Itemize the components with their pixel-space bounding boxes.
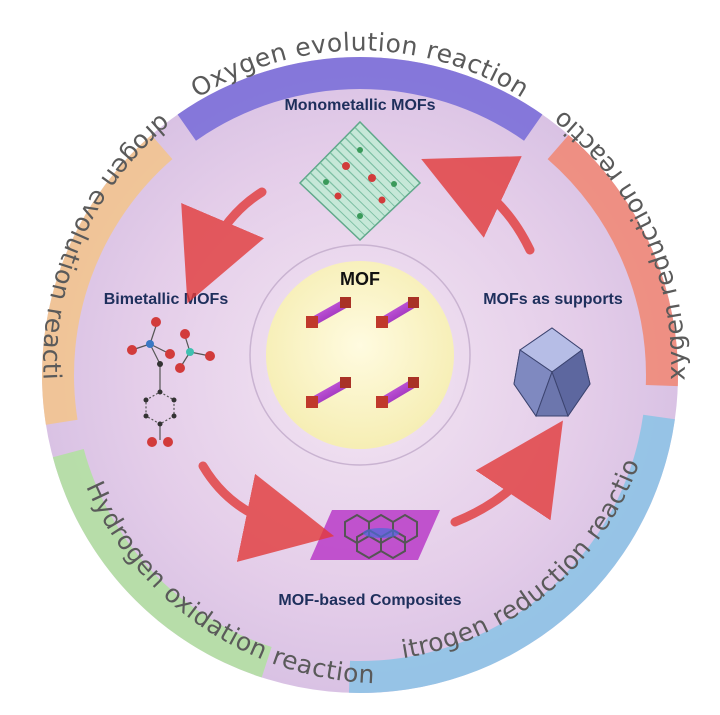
core-label: MOF xyxy=(340,269,380,289)
core-circle xyxy=(266,261,454,449)
arrow-supports-to-mono xyxy=(421,156,535,255)
arrow-mono-to-bi xyxy=(181,187,267,304)
ring-segment-orr xyxy=(547,135,678,387)
ring-segment-her xyxy=(41,135,173,425)
ring-segment-nrr xyxy=(348,414,675,693)
label-bimetallic: Bimetallic MOFs xyxy=(104,291,229,308)
monometallic-mof-illustration xyxy=(298,120,422,242)
ring-segment-hor xyxy=(52,449,272,678)
bimetallic-mof-illustration xyxy=(127,317,215,447)
arrow-composite-to-supports xyxy=(450,420,563,527)
supports-polyhedron-illustration xyxy=(513,327,591,418)
label-monometallic: Monometallic MOFs xyxy=(284,97,435,114)
mof-cube-illustration xyxy=(306,297,419,408)
outer-ring xyxy=(41,57,678,693)
ring-segment-oer xyxy=(177,57,543,141)
inner-ring xyxy=(249,244,471,466)
arrow-bi-to-composite xyxy=(198,461,335,562)
flow-arrows xyxy=(181,156,563,562)
label-supports: MOFs as supports xyxy=(483,291,623,308)
label-composites: MOF-based Composites xyxy=(278,592,461,609)
composite-illustration xyxy=(310,510,440,560)
